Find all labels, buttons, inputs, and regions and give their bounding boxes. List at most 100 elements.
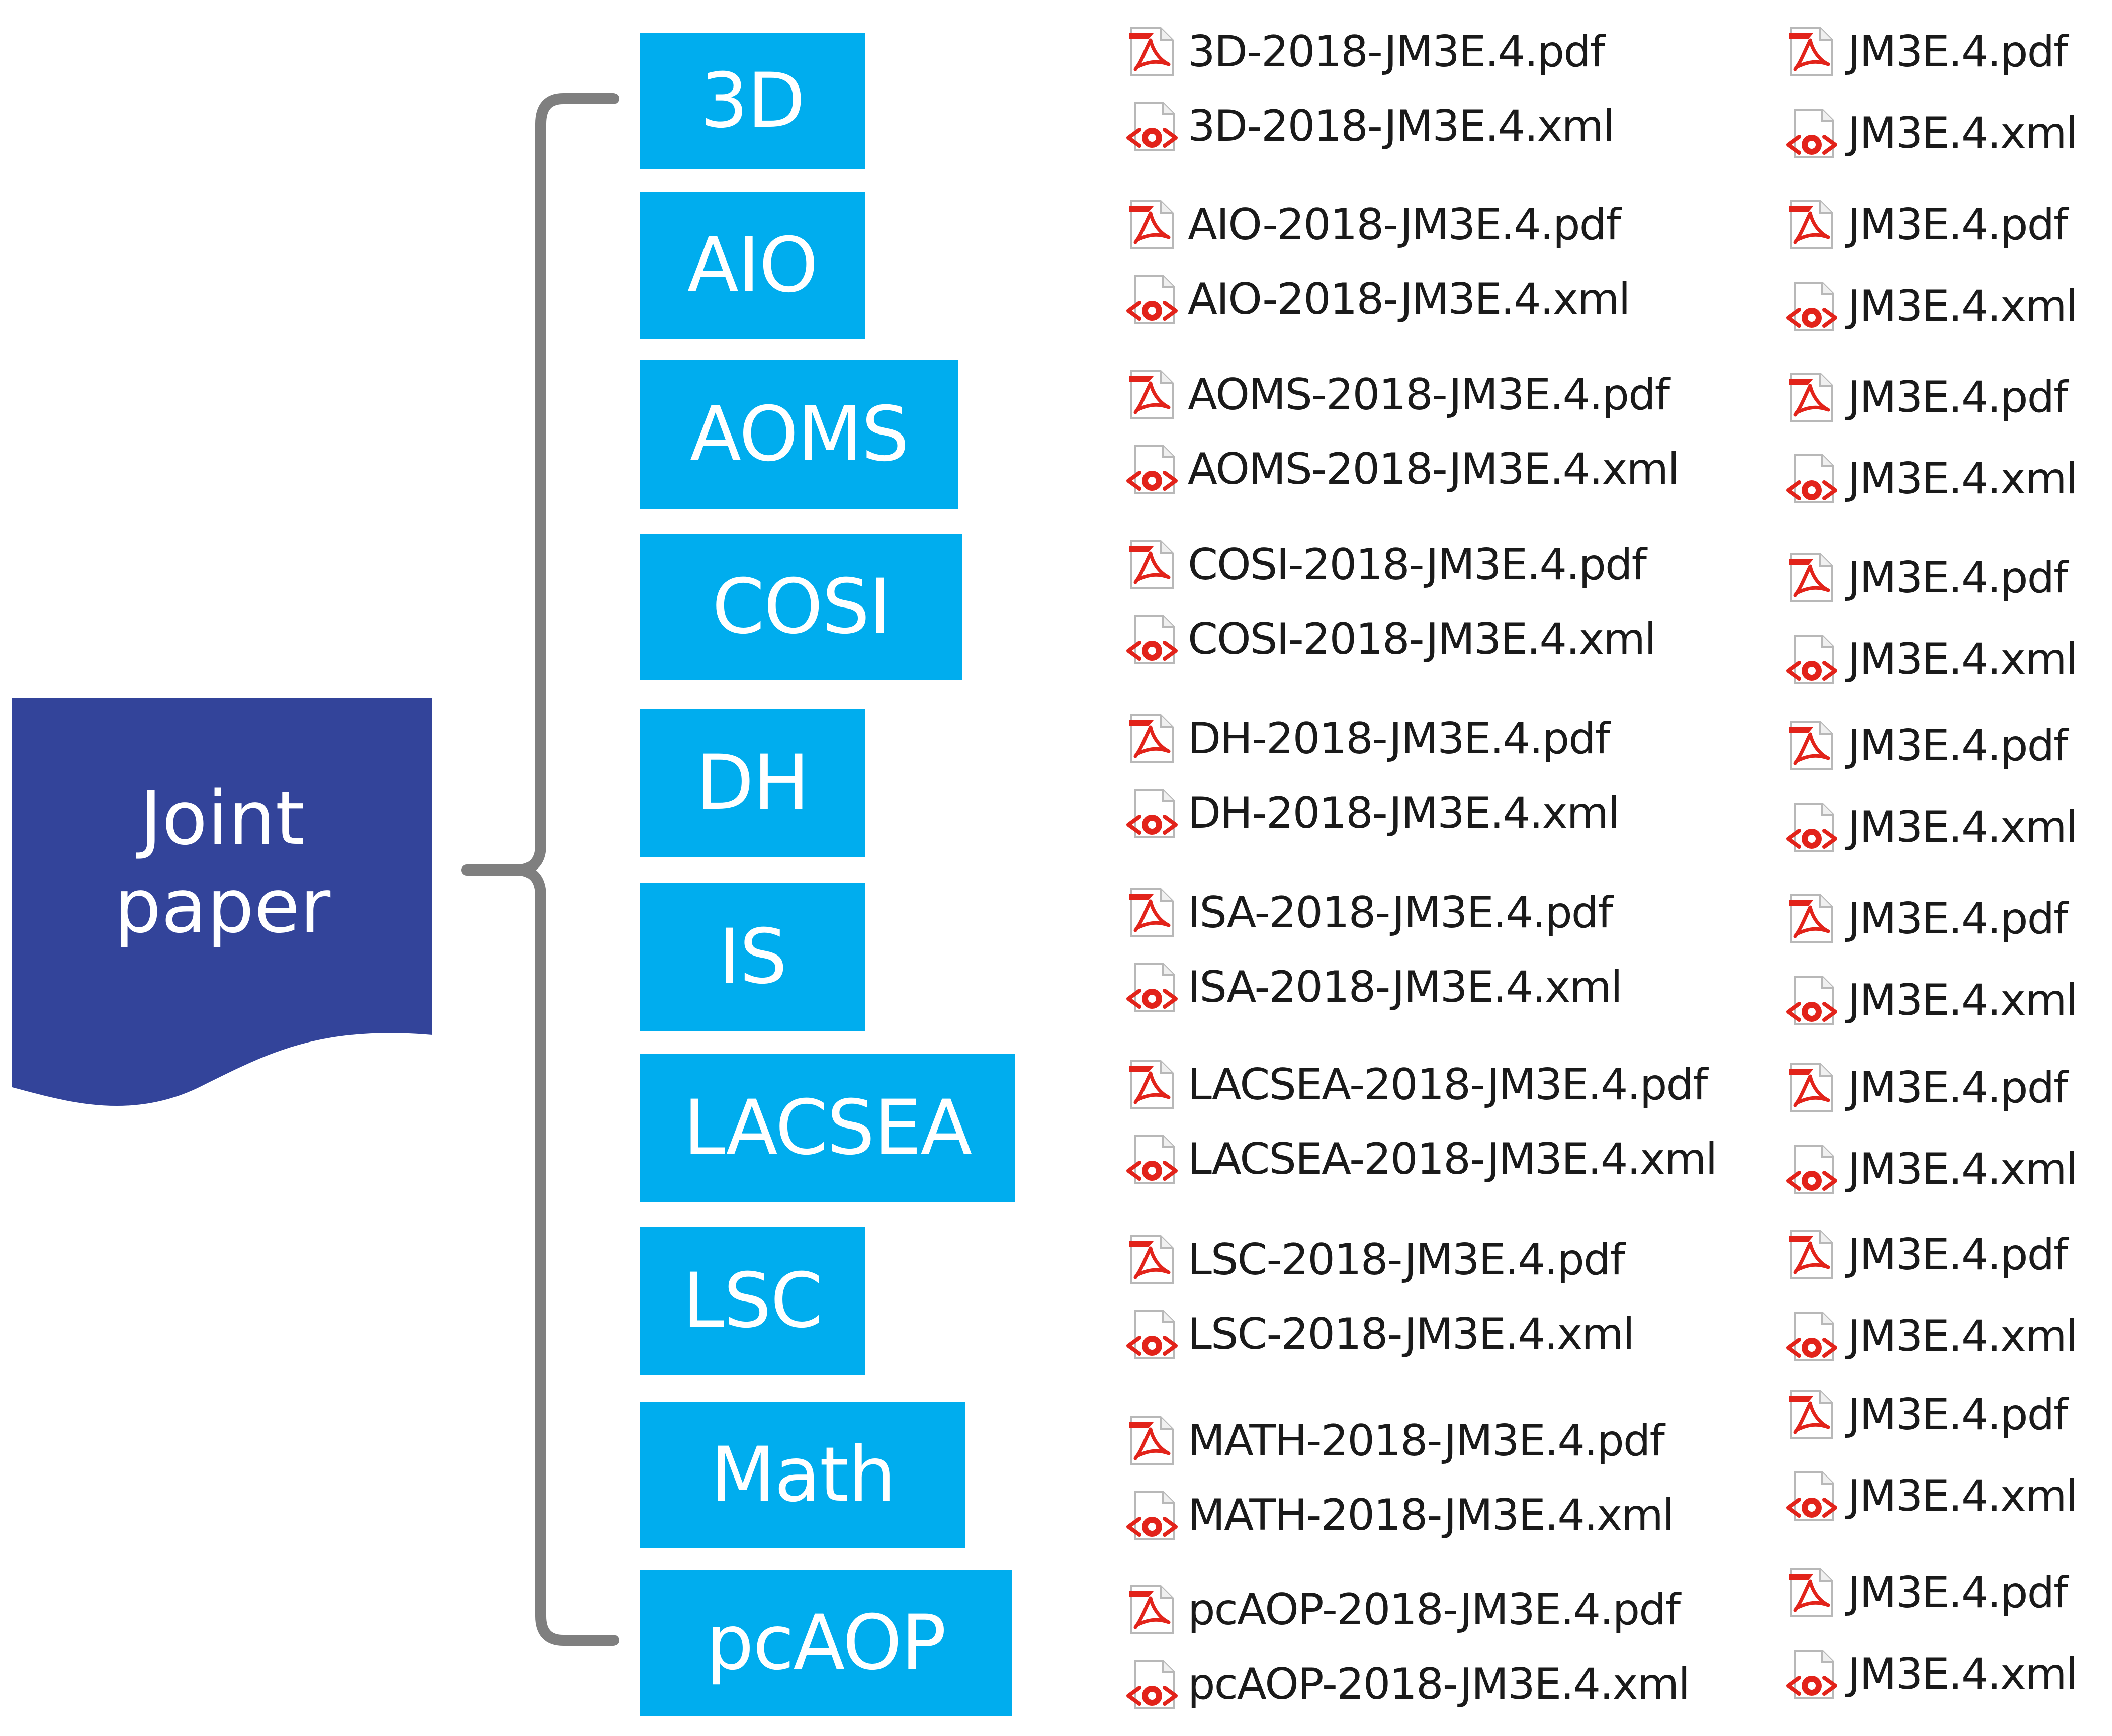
pdf-file-icon	[1784, 1227, 1839, 1282]
file-name: LSC-2018-JM3E.4.xml	[1188, 1309, 1635, 1359]
pdf-file-icon	[1784, 24, 1839, 79]
xml-file-icon	[1124, 1307, 1180, 1362]
file-cosi-pdf: COSI-2018-JM3E.4.pdf	[1124, 537, 1647, 592]
xml-file-icon	[1784, 1142, 1839, 1197]
category-lsc: LSC	[640, 1227, 865, 1375]
xml-file-icon	[1124, 612, 1180, 667]
pdf-file-icon	[1784, 550, 1839, 605]
xml-file-icon	[1784, 973, 1839, 1028]
subfile-lacsea-xml: JM3E.4.xml	[1784, 1142, 2078, 1197]
pdf-file-icon	[1124, 367, 1180, 422]
root-label-line-1: Joint	[140, 775, 305, 862]
pdf-file-icon	[1784, 1060, 1839, 1115]
subfile-lsc-pdf: JM3E.4.pdf	[1784, 1227, 2068, 1282]
pdf-file-icon	[1784, 1387, 1839, 1442]
root-document-shape	[12, 698, 432, 1106]
xml-file-icon	[1124, 960, 1180, 1015]
subfile-pcaop-xml: JM3E.4.xml	[1784, 1646, 2078, 1702]
subfile-math-pdf: JM3E.4.pdf	[1784, 1387, 2068, 1442]
file-name: JM3E.4.pdf	[1847, 1230, 2068, 1280]
file-is-pdf: ISA-2018-JM3E.4.pdf	[1124, 885, 1613, 940]
file-lsc-xml: LSC-2018-JM3E.4.xml	[1124, 1307, 1635, 1362]
file-name: JM3E.4.xml	[1847, 634, 2078, 684]
xml-file-icon	[1124, 272, 1180, 327]
file-name: pcAOP-2018-JM3E.4.xml	[1188, 1659, 1690, 1709]
file-name: JM3E.4.pdf	[1847, 1568, 2068, 1618]
file-name: JM3E.4.pdf	[1847, 372, 2068, 422]
file-name: JM3E.4.pdf	[1847, 553, 2068, 603]
file-name: DH-2018-JM3E.4.pdf	[1188, 714, 1610, 764]
category-pcaop: pcAOP	[640, 1570, 1012, 1716]
pdf-file-icon	[1124, 1582, 1180, 1637]
file-name: JM3E.4.xml	[1847, 1311, 2078, 1361]
file-lacsea-xml: LACSEA-2018-JM3E.4.xml	[1124, 1132, 1717, 1187]
file-name: JM3E.4.pdf	[1847, 200, 2068, 250]
pdf-file-icon	[1784, 370, 1839, 425]
file-name: ISA-2018-JM3E.4.pdf	[1188, 888, 1613, 938]
file-name: JM3E.4.xml	[1847, 281, 2078, 331]
subfile-cosi-pdf: JM3E.4.pdf	[1784, 550, 2068, 605]
xml-file-icon	[1784, 106, 1839, 161]
file-name: JM3E.4.xml	[1847, 454, 2078, 504]
file-name: JM3E.4.pdf	[1847, 894, 2068, 944]
file-name: JM3E.4.xml	[1847, 1471, 2078, 1521]
pdf-file-icon	[1784, 197, 1839, 252]
xml-file-icon	[1784, 1646, 1839, 1702]
grouping-bracket	[461, 93, 619, 1646]
pdf-file-icon	[1124, 885, 1180, 940]
file-3d-xml: 3D-2018-JM3E.4.xml	[1124, 99, 1615, 154]
file-name: JM3E.4.pdf	[1847, 27, 2068, 77]
xml-file-icon	[1124, 1657, 1180, 1712]
file-math-xml: MATH-2018-JM3E.4.xml	[1124, 1488, 1675, 1543]
category-3d: 3D	[640, 33, 865, 169]
file-name: ISA-2018-JM3E.4.xml	[1188, 962, 1623, 1012]
file-name: JM3E.4.xml	[1847, 1649, 2078, 1699]
file-name: 3D-2018-JM3E.4.xml	[1188, 101, 1615, 151]
xml-file-icon	[1784, 451, 1839, 506]
xml-file-icon	[1784, 1468, 1839, 1524]
subfile-aoms-xml: JM3E.4.xml	[1784, 451, 2078, 506]
xml-file-icon	[1784, 1309, 1839, 1364]
file-name: AIO-2018-JM3E.4.pdf	[1188, 200, 1621, 250]
subfile-is-xml: JM3E.4.xml	[1784, 973, 2078, 1028]
file-name: COSI-2018-JM3E.4.xml	[1188, 614, 1656, 664]
pdf-file-icon	[1784, 1565, 1839, 1620]
subfile-aoms-pdf: JM3E.4.pdf	[1784, 370, 2068, 425]
file-lacsea-pdf: LACSEA-2018-JM3E.4.pdf	[1124, 1057, 1708, 1112]
file-name: JM3E.4.xml	[1847, 1144, 2078, 1194]
file-aio-xml: AIO-2018-JM3E.4.xml	[1124, 272, 1631, 327]
subfile-math-xml: JM3E.4.xml	[1784, 1468, 2078, 1524]
pdf-file-icon	[1124, 537, 1180, 592]
file-name: AOMS-2018-JM3E.4.pdf	[1188, 370, 1670, 420]
file-cosi-xml: COSI-2018-JM3E.4.xml	[1124, 612, 1656, 667]
xml-file-icon	[1784, 279, 1839, 334]
file-name: MATH-2018-JM3E.4.xml	[1188, 1490, 1675, 1540]
file-name: pcAOP-2018-JM3E.4.pdf	[1188, 1585, 1681, 1635]
xml-file-icon	[1124, 786, 1180, 841]
subfile-aio-xml: JM3E.4.xml	[1784, 279, 2078, 334]
xml-file-icon	[1124, 442, 1180, 497]
xml-file-icon	[1124, 1132, 1180, 1187]
subfile-pcaop-pdf: JM3E.4.pdf	[1784, 1565, 2068, 1620]
file-name: JM3E.4.xml	[1847, 802, 2078, 852]
file-name: JM3E.4.xml	[1847, 975, 2078, 1025]
file-name: DH-2018-JM3E.4.xml	[1188, 788, 1620, 838]
file-name: 3D-2018-JM3E.4.pdf	[1188, 27, 1605, 77]
subfile-lacsea-pdf: JM3E.4.pdf	[1784, 1060, 2068, 1115]
subfile-is-pdf: JM3E.4.pdf	[1784, 891, 2068, 946]
subfile-dh-xml: JM3E.4.xml	[1784, 800, 2078, 855]
file-dh-xml: DH-2018-JM3E.4.xml	[1124, 786, 1620, 841]
pdf-file-icon	[1124, 1232, 1180, 1287]
subfile-3d-xml: JM3E.4.xml	[1784, 106, 2078, 161]
file-name: LACSEA-2018-JM3E.4.pdf	[1188, 1060, 1708, 1110]
file-name: AIO-2018-JM3E.4.xml	[1188, 274, 1631, 324]
category-aio: AIO	[640, 192, 865, 339]
subfile-dh-pdf: JM3E.4.pdf	[1784, 718, 2068, 773]
file-aio-pdf: AIO-2018-JM3E.4.pdf	[1124, 197, 1621, 252]
file-name: LSC-2018-JM3E.4.pdf	[1188, 1235, 1625, 1285]
subfile-3d-pdf: JM3E.4.pdf	[1784, 24, 2068, 79]
file-name: JM3E.4.pdf	[1847, 1390, 2068, 1440]
pdf-file-icon	[1124, 1413, 1180, 1468]
file-aoms-xml: AOMS-2018-JM3E.4.xml	[1124, 442, 1680, 497]
